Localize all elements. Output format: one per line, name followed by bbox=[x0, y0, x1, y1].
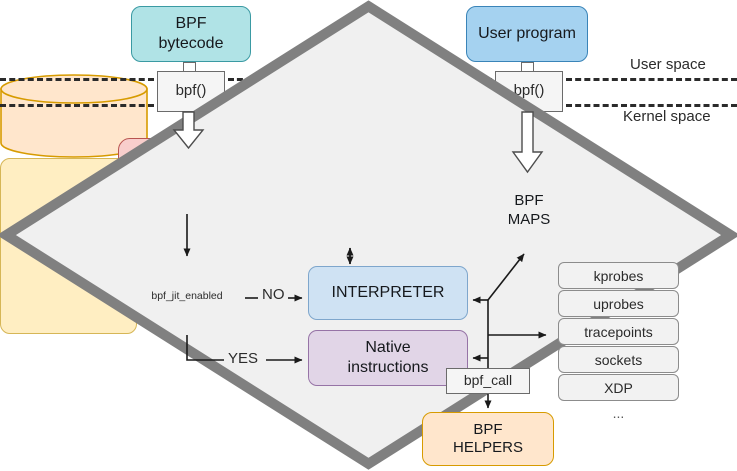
event-source-tracepoints[interactable]: tracepoints bbox=[558, 318, 679, 345]
user-kernel-boundary-line-top bbox=[0, 78, 154, 81]
user-kernel-boundary-line-bottom bbox=[566, 104, 737, 107]
bpf-helpers-line2: HELPERS bbox=[452, 439, 524, 456]
interpreter-node[interactable]: INTERPRETER bbox=[308, 266, 468, 320]
bpf-helpers-line1: BPF bbox=[473, 420, 503, 438]
native-instructions-node[interactable]: Native instructions bbox=[308, 330, 468, 386]
bpf-bytecode-node[interactable]: BPF bytecode bbox=[131, 6, 251, 62]
event-source-uprobes[interactable]: uprobes bbox=[558, 290, 679, 317]
kernel-space-label: Kernel space bbox=[623, 108, 711, 125]
event-sources-ellipsis: ... bbox=[612, 405, 625, 421]
bpf-helpers-node[interactable]: BPF HELPERS bbox=[422, 412, 554, 466]
bpf-syscall-right-label: bpf() bbox=[513, 82, 545, 100]
bpf-call-tag-label: bpf_call bbox=[463, 372, 513, 389]
user-kernel-boundary-line-bottom bbox=[0, 104, 154, 107]
bpf-maps-line1: BPF bbox=[514, 192, 544, 209]
bpf-maps-line2: MAPS bbox=[507, 210, 551, 228]
bpf-syscall-left-label: bpf() bbox=[175, 82, 207, 100]
bpf-bytecode-line1: BPF bbox=[175, 15, 207, 33]
user-kernel-boundary-line-top bbox=[566, 78, 737, 81]
native-instructions-line2: instructions bbox=[347, 359, 429, 376]
bpf-call-tag[interactable]: bpf_call bbox=[446, 368, 530, 394]
user-space-label: User space bbox=[630, 56, 706, 73]
bpf-maps-text: BPF MAPS bbox=[455, 192, 603, 230]
branch-label-yes: YES bbox=[228, 350, 259, 367]
event-source-kprobes[interactable]: kprobes bbox=[558, 262, 679, 289]
user-program-label: User program bbox=[478, 25, 576, 43]
native-instructions-line1: Native bbox=[365, 339, 411, 357]
bpf-bytecode-line2: bytecode bbox=[158, 35, 224, 52]
branch-label-no: NO bbox=[262, 286, 285, 303]
interpreter-label: INTERPRETER bbox=[331, 284, 445, 302]
event-source-sockets[interactable]: sockets bbox=[558, 346, 679, 373]
user-program-node[interactable]: User program bbox=[466, 6, 588, 62]
bpf-jit-enabled-label: bpf_jit_enabled bbox=[151, 290, 223, 302]
event-source-xdp[interactable]: XDP bbox=[558, 374, 679, 401]
